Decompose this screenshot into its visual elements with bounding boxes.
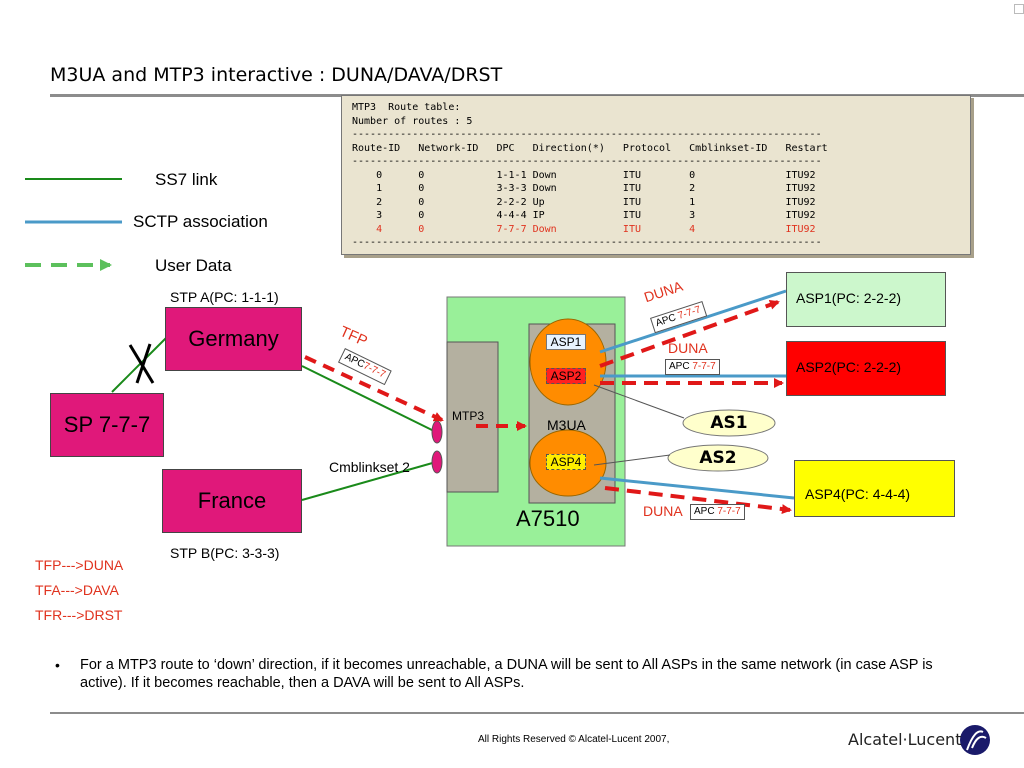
duna-label-asp2: DUNA [668,340,708,356]
route-table-row: 2 0 2-2-2 Up ITU 1 ITU92 [352,196,816,208]
apc-tag-asp4: APC 7-7-7 [690,504,745,520]
broken-link-x-icon [128,344,155,384]
m3ua-label: M3UA [547,417,586,433]
as1-label: AS1 [710,413,748,433]
as1-group-ellipse [529,318,607,406]
as2-callout [667,444,769,472]
sp-node: SP 7-7-7 [50,393,164,457]
ss7-link-france-a7510 [301,461,437,501]
ss7-link-germany-a7510 [301,365,437,433]
route-table-row: 0 0 1-1-1 Down ITU 0 ITU92 [352,169,816,181]
route-table-row: 3 0 4-4-4 IP ITU 3 ITU92 [352,210,816,221]
tfp-flow-arrow [304,355,444,422]
route-table-panel: MTP3 Route table: Number of routes : 5 -… [341,95,971,255]
mapping-tfp-duna: TFP--->DUNA [35,557,124,573]
asp4-inner: ASP4 [546,454,586,470]
mapping-tfa-dava: TFA--->DAVA [35,582,119,598]
asp1-inner: ASP1 [546,334,586,350]
duna-arrow-asp1 [599,300,780,368]
germany-node: Germany [165,307,302,371]
alcatel-lucent-logo-icon [960,725,990,755]
bullet-text: For a MTP3 route to ‘down’ direction, if… [80,657,933,691]
sctp-asp4 [599,476,795,500]
apc-value: 7-7-7 [692,361,716,372]
france-node: France [162,469,302,533]
footer-divider [50,712,1024,714]
route-table-row: 1 0 3-3-3 Down ITU 2 ITU92 [352,183,816,194]
stp-b-label: STP B(PC: 3-3-3) [170,545,280,561]
mtp3-box [446,341,499,493]
duna-label-asp4: DUNA [643,503,683,519]
route-table-row-highlighted: 4 0 7-7-7 Down ITU 4 ITU92 [352,223,816,235]
cmblinkset-label: Cmblinkset 2 [329,459,410,475]
asp4-node: ASP4(PC: 4-4-4) [794,460,955,517]
as1-callout [682,409,776,437]
apc-tag-asp2: APC 7-7-7 [665,359,720,375]
duna-arrow-asp4 [604,486,792,515]
asp2-inner: ASP2 [546,368,586,384]
bullet-marker: • [55,657,60,673]
route-table-separator: ----------------------------------------… [352,156,822,167]
apc-value: 7-7-7 [717,506,741,517]
route-table-line: Number of routes : 5 [352,115,473,127]
link-endpoint-icon [431,420,443,444]
route-table-line: MTP3 Route table: [352,102,461,113]
apc-prefix: APC [669,361,690,372]
route-table-separator: ----------------------------------------… [352,237,822,248]
legend-user-data-label: User Data [155,256,232,275]
mapping-tfr-drst: TFR--->DRST [35,607,123,623]
asp2-node: ASP2(PC: 2-2-2) [786,341,946,396]
a7510-label: A7510 [516,506,580,531]
sctp-asp1 [599,289,787,354]
link-endpoint-icon [431,450,443,474]
legend-sctp-label: SCTP association [133,212,268,231]
as2-label: AS2 [699,448,737,468]
route-table-header: Route-ID Network-ID DPC Direction(*) Pro… [352,142,828,154]
footer-copyright: All Rights Reserved © Alcatel-Lucent 200… [478,734,670,745]
apc-prefix: APC [694,506,715,517]
legend-ss7-label: SS7 link [155,170,218,189]
stp-a-label: STP A(PC: 1-1-1) [170,289,279,305]
footer-logo-text: Alcatel·Lucent [848,730,962,749]
apc-prefix: APC [654,312,678,330]
route-table-separator: ----------------------------------------… [352,129,822,140]
mtp3-label: MTP3 [452,409,485,423]
asp1-node: ASP1(PC: 2-2-2) [786,272,946,327]
page-title: M3UA and MTP3 interactive : DUNA/DAVA/DR… [50,64,503,86]
